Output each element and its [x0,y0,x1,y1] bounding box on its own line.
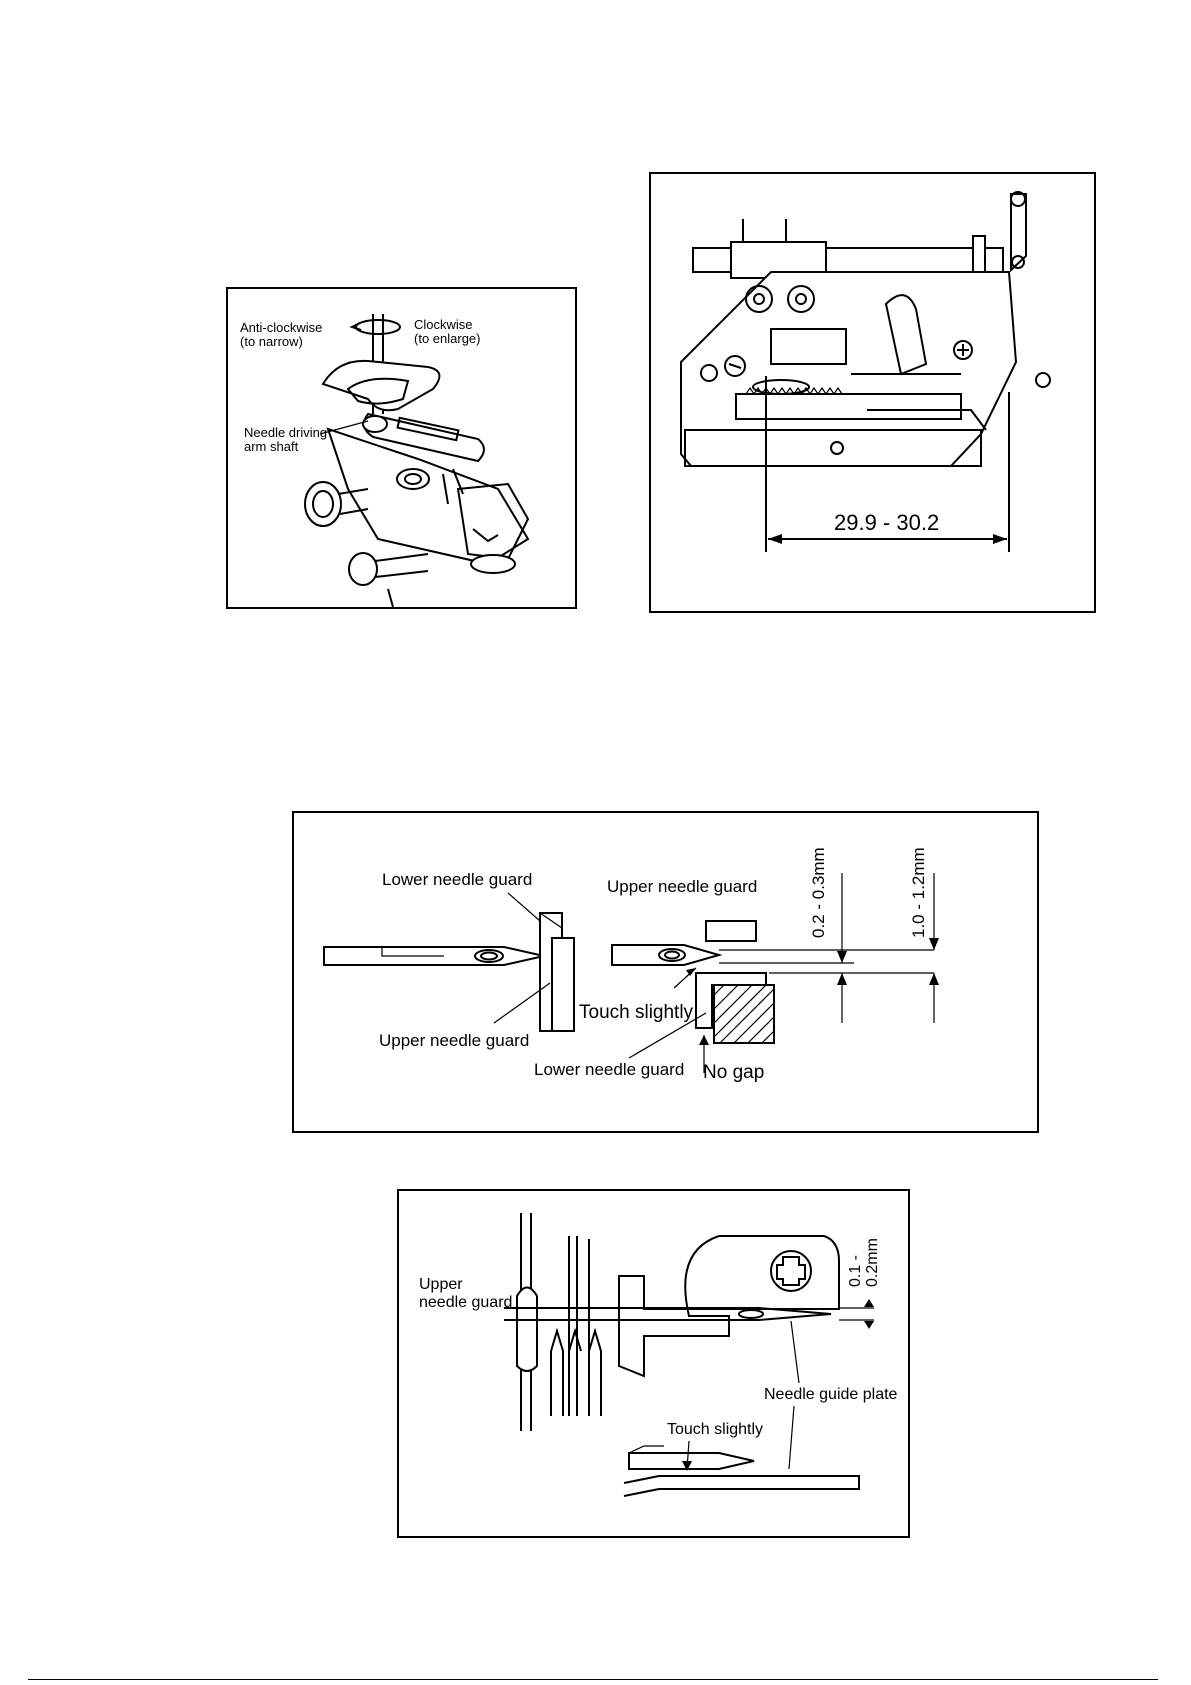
figure-dimension-assembly: 29.9 - 30.2 [649,172,1096,613]
label-touch-slightly: Touch slightly [579,1002,694,1023]
label-guide-plate: Needle guide plate [764,1386,898,1403]
label-anticlockwise-2: (to narrow) [240,334,303,349]
bottom-rule [28,1679,1158,1680]
label-shaft-2: arm shaft [244,439,299,454]
label-lower-guard-bottom: Lower needle guard [534,1060,684,1079]
assembly-illustration: 29.9 - 30.2 [651,174,1094,611]
label-anticlockwise-1: Anti-clockwise [240,320,322,335]
figure-needle-guide-plate: Upper needle guard 0.1 - 0.2mm Needle gu… [397,1189,910,1538]
label-dimension: 29.9 - 30.2 [834,510,939,535]
label-clockwise-1: Clockwise [414,317,473,332]
label-upper-guard-2: needle guard [419,1294,512,1311]
label-upper-guard-right: Upper needle guard [607,877,757,896]
label-clockwise-2: (to enlarge) [414,331,480,346]
guide-plate-illustration: Upper needle guard 0.1 - 0.2mm Needle gu… [399,1191,908,1536]
label-shaft-1: Needle driving [244,425,327,440]
needle-arm-illustration: Anti-clockwise (to narrow) Clockwise (to… [228,289,575,607]
label-upper-guard-1: Upper [419,1276,463,1293]
needle-guard-illustration: Lower needle guard Upper needle guard To… [294,813,1037,1131]
label-lower-guard-top: Lower needle guard [382,870,532,889]
label-no-gap: No gap [703,1062,764,1083]
figure-needle-guard-clearance: Lower needle guard Upper needle guard To… [292,811,1039,1133]
figure-needle-driving-arm: Anti-clockwise (to narrow) Clockwise (to… [226,287,577,609]
label-dim-2: 0.2mm [864,1238,881,1287]
label-touch-slightly: Touch slightly [667,1421,763,1438]
label-dim-large: 1.0 - 1.2mm [909,847,928,938]
label-dim-1: 0.1 - [847,1255,864,1287]
label-dim-small: 0.2 - 0.3mm [809,847,828,938]
label-upper-guard-left: Upper needle guard [379,1031,529,1050]
